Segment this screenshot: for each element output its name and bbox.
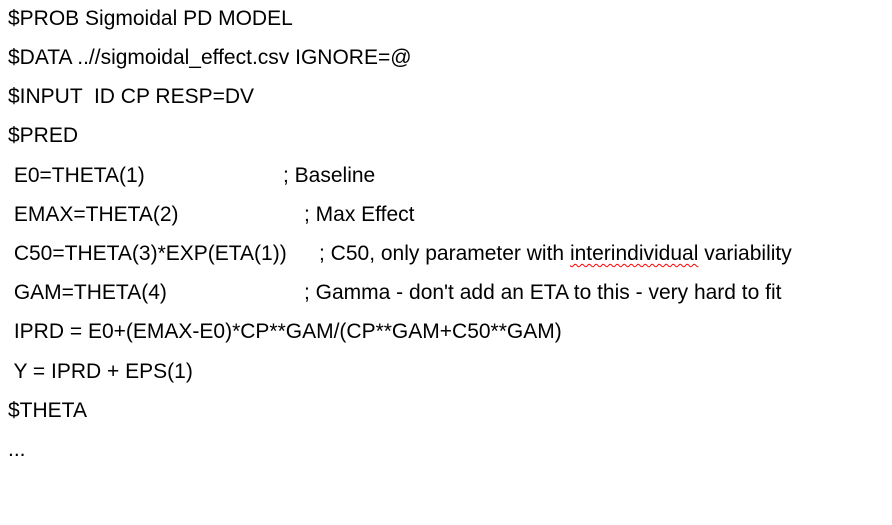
code-text: ... — [8, 438, 26, 461]
code-text: EMAX=THETA(2) — [8, 203, 179, 226]
code-text: IPRD = E0+(EMAX-E0)*CP**GAM/(CP**GAM+C50… — [8, 320, 562, 343]
code-text: E0=THETA(1) — [8, 164, 145, 187]
iprd-line: IPRD = E0+(EMAX-E0)*CP**GAM/(CP**GAM+C50… — [0, 317, 562, 347]
emax-line: EMAX=THETA(2) ; Max Effect — [0, 200, 415, 230]
nonmem-control-stream: $PROB Sigmoidal PD MODEL $DATA ..//sigmo… — [0, 4, 792, 465]
comment-text: ; C50, only parameter with interindividu… — [319, 239, 792, 269]
c50-line: C50=THETA(3)*EXP(ETA(1)) ; C50, only par… — [0, 239, 792, 269]
prob-line: $PROB Sigmoidal PD MODEL — [0, 4, 293, 34]
theta-line: $THETA — [0, 396, 87, 426]
code-text: $THETA — [8, 399, 87, 422]
y-line: Y = IPRD + EPS(1) — [0, 357, 192, 387]
comment-text-end: variability — [698, 242, 792, 265]
code-text: C50=THETA(3)*EXP(ETA(1)) — [8, 242, 287, 265]
gam-line: GAM=THETA(4) ; Gamma - don't add an ETA … — [0, 278, 782, 308]
code-text: GAM=THETA(4) — [8, 281, 167, 304]
e0-line: E0=THETA(1) ; Baseline — [0, 161, 375, 191]
comment-text: ; Gamma - don't add an ETA to this - ver… — [304, 281, 782, 304]
pred-line: $PRED — [0, 121, 78, 151]
ellipsis-line: ... — [0, 435, 26, 465]
code-text: $PROB Sigmoidal PD MODEL — [8, 7, 293, 30]
code-text: $DATA ..//sigmoidal_effect.csv IGNORE=@ — [8, 46, 412, 69]
comment-text-start: ; C50, only parameter with — [319, 242, 570, 265]
code-text: $PRED — [8, 124, 79, 147]
comment-text: ; Baseline — [283, 164, 376, 187]
spellcheck-flagged-word: interindividual — [569, 242, 699, 265]
data-line: $DATA ..//sigmoidal_effect.csv IGNORE=@ — [0, 43, 412, 73]
comment-text: ; Max Effect — [304, 203, 415, 226]
input-line: $INPUT ID CP RESP=DV — [0, 82, 254, 112]
code-text: Y = IPRD + EPS(1) — [8, 360, 193, 383]
code-text: $INPUT ID CP RESP=DV — [8, 85, 255, 108]
